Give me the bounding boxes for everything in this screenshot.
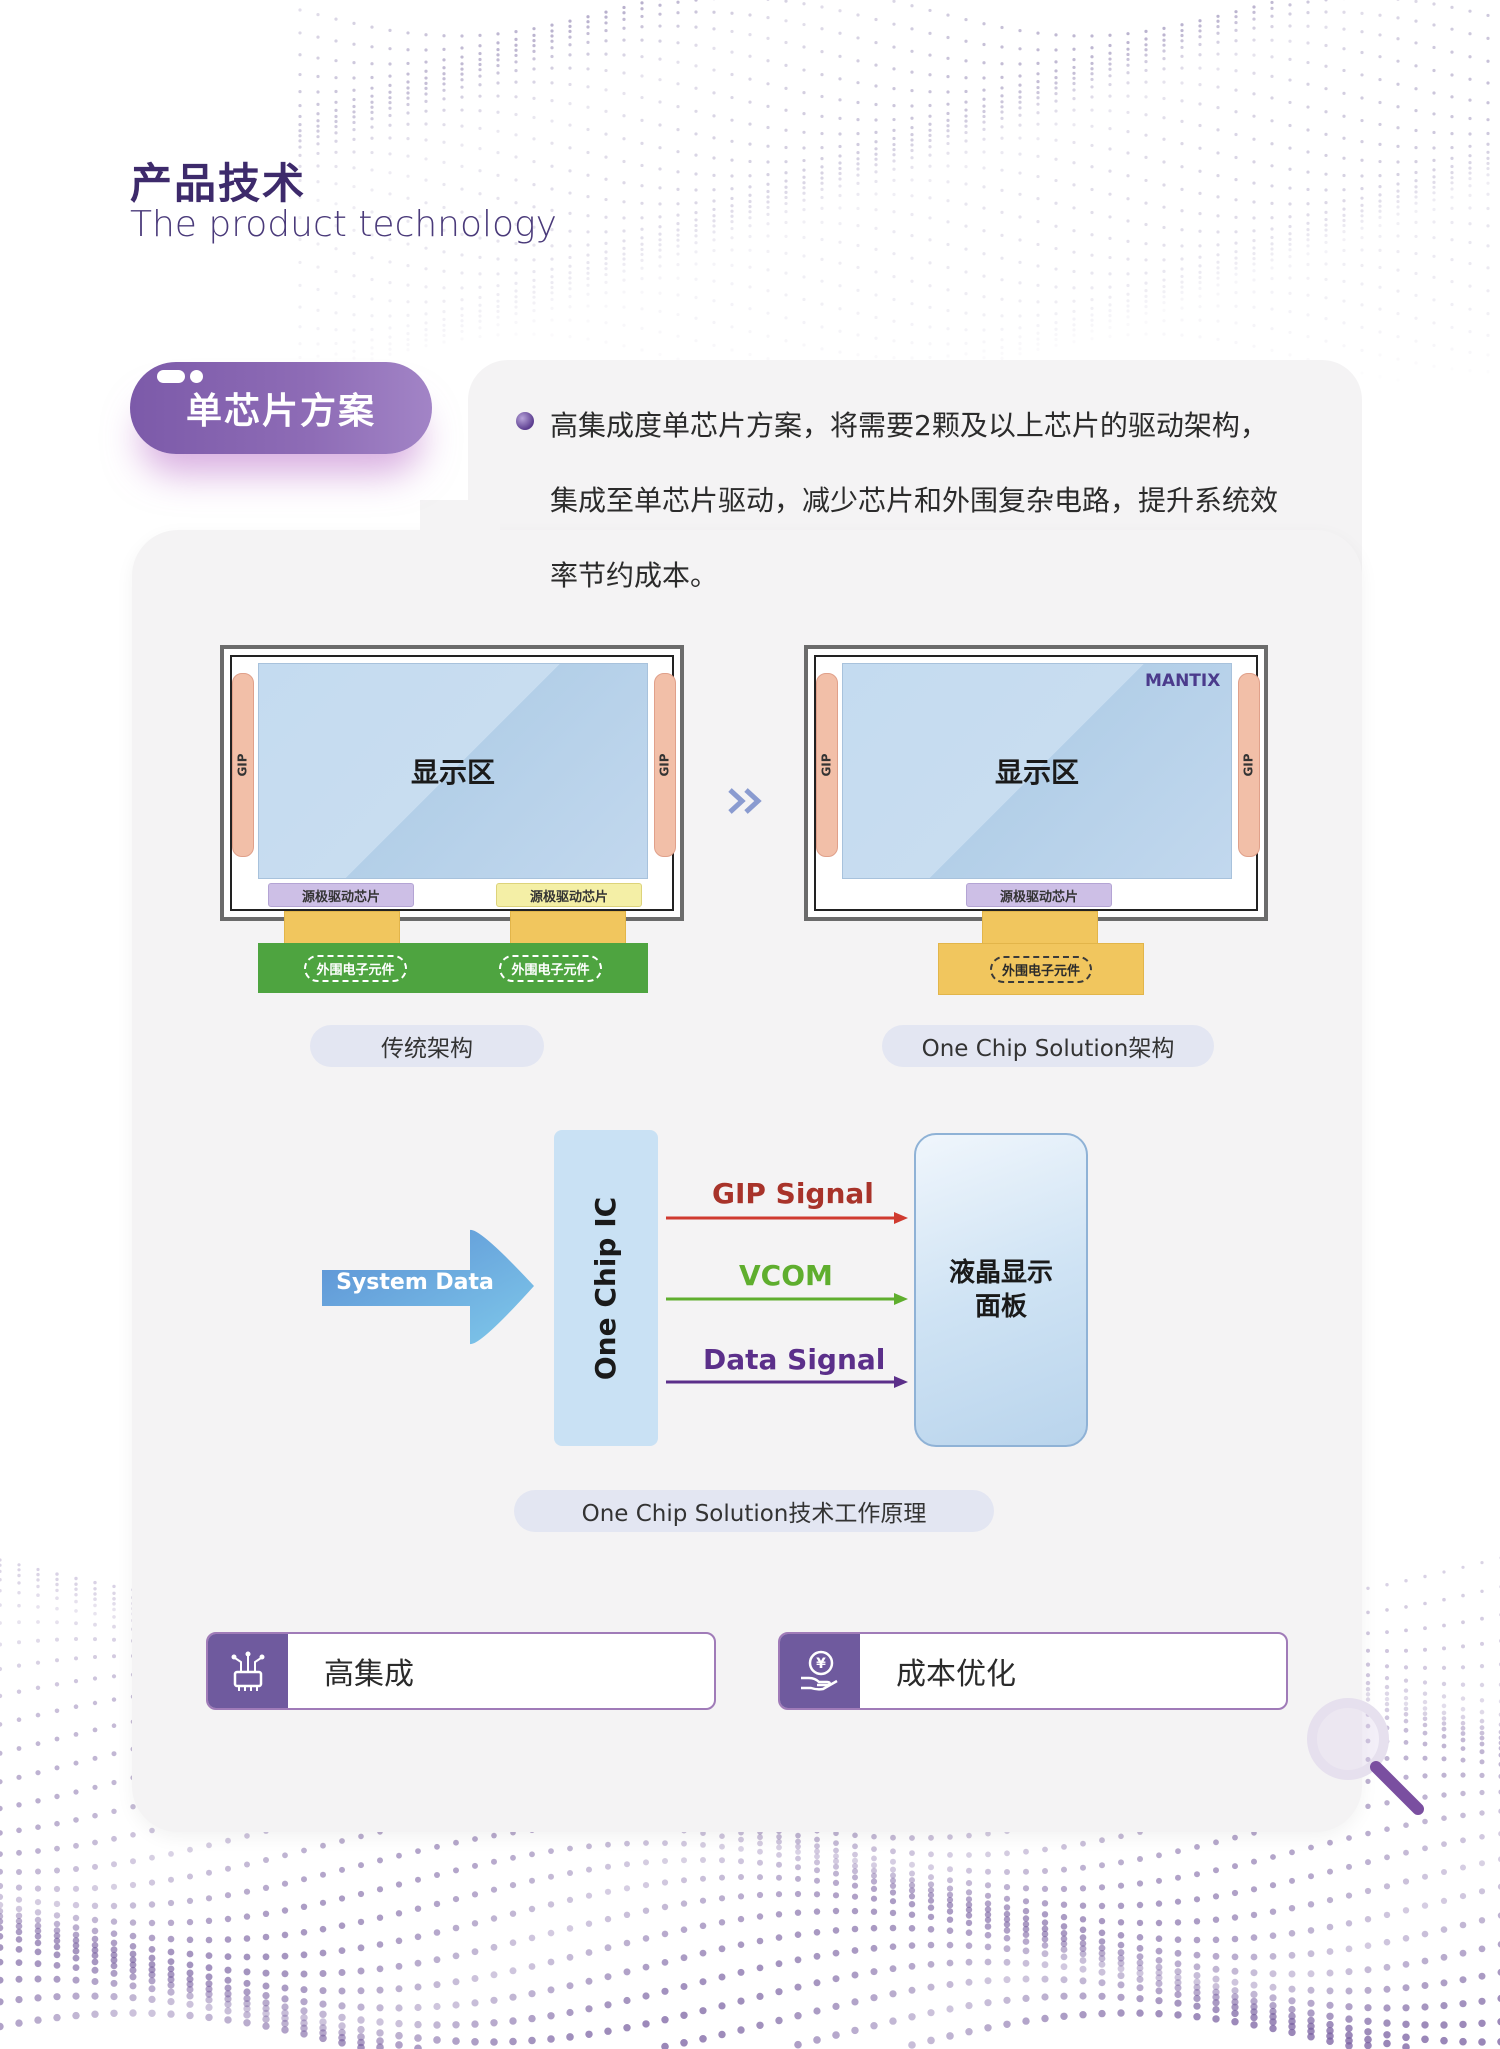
onechip-architecture-diagram: 显示区 MANTIX GIP GIP 源极驱动芯片 外围电子元件 xyxy=(802,643,1272,1003)
display-area: 显示区 xyxy=(258,663,648,879)
section-description: 高集成度单芯片方案，将需要2颗及以上芯片的驱动架构，集成至单芯片驱动，减少芯片和… xyxy=(550,409,1279,592)
bullet-icon xyxy=(516,412,534,430)
display-area: 显示区 xyxy=(842,663,1232,879)
card-joint xyxy=(420,500,500,560)
external-components-tag: 外围电子元件 xyxy=(989,955,1092,983)
external-components-tag: 外围电子元件 xyxy=(499,954,602,982)
feature-label: 高集成 xyxy=(324,1657,414,1692)
gip-left: GIP xyxy=(232,673,254,857)
pcb-board: 外围电子元件 外围电子元件 xyxy=(258,943,648,993)
feature-cost-optimization: ¥ 成本优化 xyxy=(778,1632,1288,1710)
display-area-label: 显示区 xyxy=(410,756,495,789)
traditional-caption: 传统架构 xyxy=(310,1025,544,1067)
gip-right: GIP xyxy=(1238,673,1260,857)
principle-caption: One Chip Solution技术工作原理 xyxy=(514,1490,994,1532)
one-chip-ic: One Chip IC xyxy=(554,1130,658,1446)
page-subtitle: The product technology xyxy=(130,204,557,245)
feature-high-integration: 高集成 xyxy=(206,1632,716,1710)
source-driver-chip-right: 源极驱动芯片 xyxy=(496,883,642,907)
pill-decoration xyxy=(190,370,203,383)
chip-icon xyxy=(208,1634,288,1708)
gip-right: GIP xyxy=(654,673,676,857)
pill-decoration xyxy=(157,370,185,383)
page-title: 产品技术 xyxy=(130,159,307,208)
svg-text:¥: ¥ xyxy=(816,1656,826,1672)
feature-label: 成本优化 xyxy=(896,1657,1016,1692)
magnifier-icon xyxy=(1307,1698,1424,1815)
system-data-arrow xyxy=(322,1229,534,1345)
source-driver-chip-left: 源极驱动芯片 xyxy=(268,883,414,907)
traditional-architecture-diagram: 显示区 GIP GIP 源极驱动芯片 源极驱动芯片 外围电子元件 外围电子元件 xyxy=(218,643,688,1003)
gip-signal-label: GIP Signal xyxy=(712,1177,874,1210)
gip-left: GIP xyxy=(816,673,838,857)
signal-arrows xyxy=(666,1212,908,1388)
lcd-panel: 液晶显示面板 xyxy=(914,1133,1088,1447)
double-chevron-right-icon xyxy=(728,788,762,814)
source-driver-chip: 源极驱动芯片 xyxy=(966,883,1112,907)
data-signal-label: Data Signal xyxy=(703,1343,886,1376)
brand-logo: MANTIX xyxy=(1145,671,1221,691)
coin-hand-icon: ¥ xyxy=(780,1634,860,1708)
external-components-tag: 外围电子元件 xyxy=(304,954,407,982)
section-title: 单芯片方案 xyxy=(185,391,376,432)
vcom-label: VCOM xyxy=(739,1259,833,1292)
pcb-board: 外围电子元件 xyxy=(938,943,1144,995)
system-data-label: System Data xyxy=(336,1270,494,1295)
onechip-caption: One Chip Solution架构 xyxy=(882,1025,1214,1067)
display-area-label: 显示区 xyxy=(994,756,1079,789)
